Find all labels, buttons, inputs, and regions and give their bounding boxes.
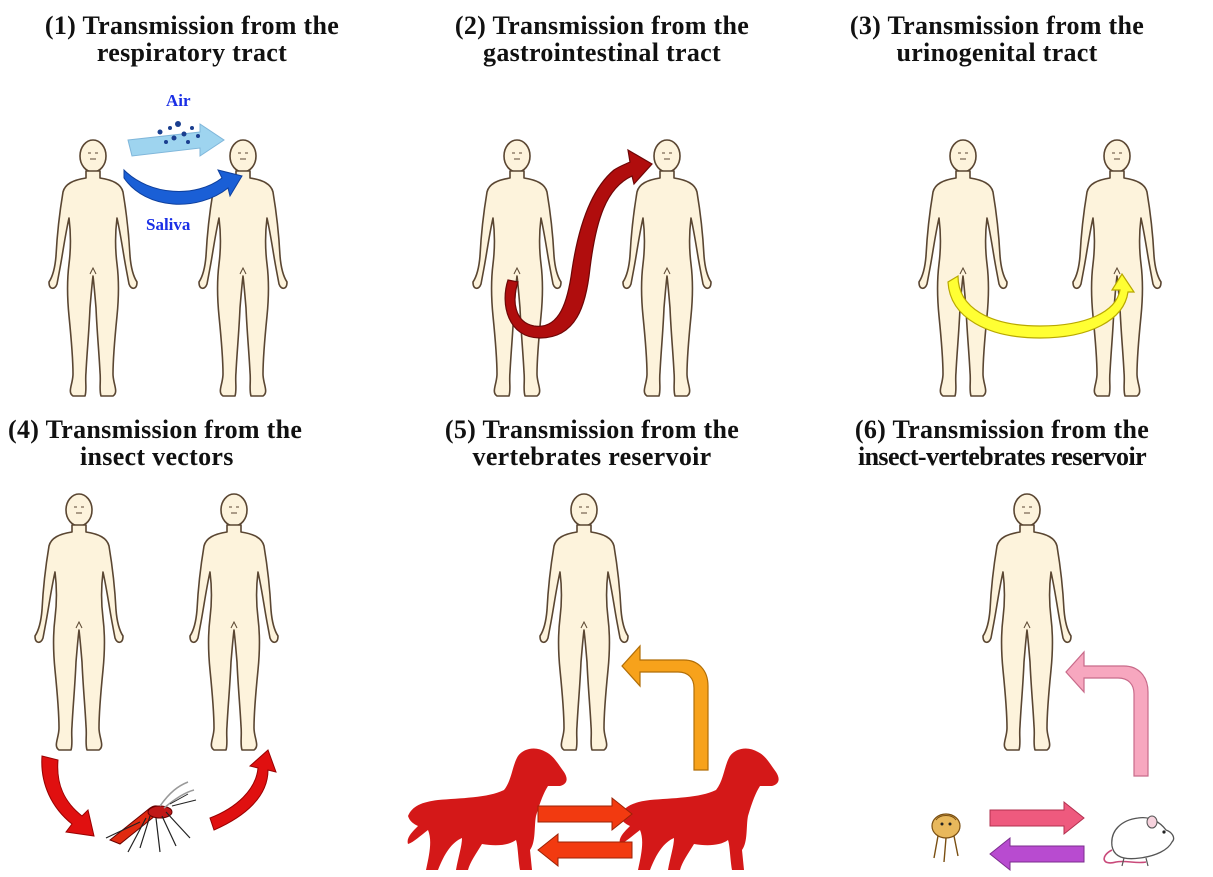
rat-to-flea-arrow [990, 838, 1084, 870]
vector-arrow-right [210, 750, 276, 830]
human-figure-3a [919, 140, 1007, 396]
human-figure-2a [473, 140, 561, 396]
exchange-arrow-right [538, 798, 632, 830]
human-figure-6 [983, 494, 1071, 750]
human-figure-4a [35, 494, 123, 750]
human-figure-3b [1073, 140, 1161, 396]
flea-to-rat-arrow [990, 802, 1084, 834]
human-figure-1b [199, 140, 287, 396]
air-label: Air [166, 91, 191, 110]
orange-arrow [622, 646, 708, 770]
saliva-label: Saliva [146, 215, 191, 234]
pink-arrow [1066, 652, 1148, 776]
air-arrow [128, 124, 224, 156]
exchange-arrow-left [538, 834, 632, 866]
human-figure-4b [190, 494, 278, 750]
vector-arrow-left [42, 756, 94, 836]
mosquito-icon [106, 782, 196, 852]
human-figure-5 [540, 494, 628, 750]
flea-icon [932, 814, 960, 862]
rat-icon [1104, 816, 1173, 866]
